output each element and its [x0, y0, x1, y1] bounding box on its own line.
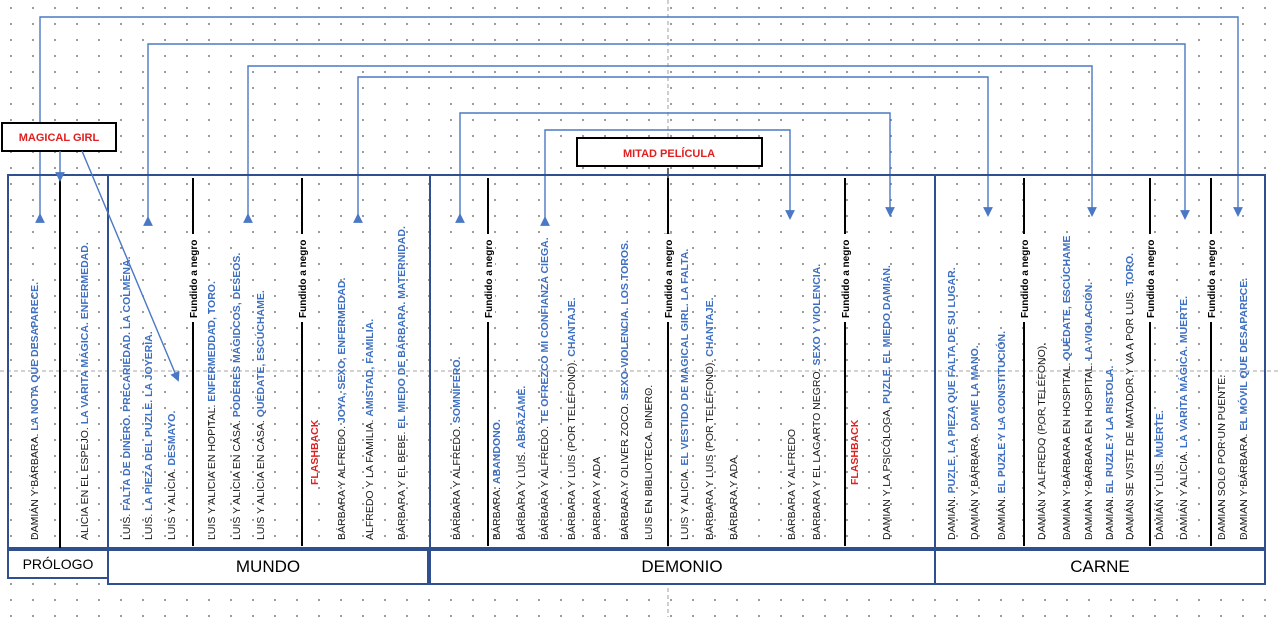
- connection-arc: [353, 76, 993, 223]
- fade-label-bg: [661, 234, 675, 322]
- magical-girl-box: [1, 122, 117, 152]
- fade-label-bg: [481, 234, 495, 322]
- carne-label-box: [934, 549, 1266, 585]
- scene-text: BÁRBARA Y ADA: [590, 457, 603, 540]
- scene-text: BÁRBARA Y ALFREDO. JOYA, SEXO, ENFERMEDA…: [335, 278, 348, 540]
- mitad-box: [576, 137, 763, 167]
- scene-text: DAMIÁN Y ALFREDO (POR TELÉFONO).: [1035, 343, 1048, 540]
- carne-label: CARNE: [1070, 557, 1130, 576]
- fade-label-bg: [1017, 234, 1031, 322]
- scene-text: DAMIÁN Y BÁRBARA EN HOSPITAL. LA VIOLACI…: [1082, 282, 1095, 540]
- fade-label: Fundido a negro: [1020, 240, 1031, 318]
- scene-text: LUIS EN BIBLIOTECA. DINERO.: [643, 385, 655, 540]
- scene-text: BÁRBARA. ABANDONO.: [490, 419, 503, 540]
- scene-text: FLASHBACK: [309, 419, 321, 485]
- magical-girl-label: MAGICAL GIRL: [19, 132, 100, 144]
- prologo-label: PRÓLOGO: [23, 556, 94, 572]
- scene-text: DAMIÁN. EL PUZLE Y LA PISTOLA.: [1103, 365, 1116, 540]
- fade-label-bg: [1204, 234, 1218, 322]
- connection-arc: [35, 16, 1243, 223]
- mundo-label-box: [107, 549, 429, 585]
- magical-girl-arrow-2: [81, 150, 180, 382]
- connection-arc: [143, 43, 1190, 226]
- scene-text: LUIS Y ALICIA EN HOPITAL. ENFERMEDDAD, T…: [206, 281, 218, 540]
- fade-label-bg: [1143, 234, 1157, 322]
- fade-label-bg: [186, 234, 200, 322]
- mundo-label: MUNDO: [236, 557, 300, 576]
- scene-text: LUIS Y ALICIA. DESMAYO.: [166, 411, 178, 540]
- scene-text: DAMIAN SOLO POR UN PUENTE.: [1216, 375, 1228, 540]
- scene-text: BÁRBARA Y ALFREDO. TE OFREZCO MI CONFIAN…: [538, 237, 551, 540]
- fade-label: Fundido a negro: [841, 240, 852, 318]
- scene-columns: DAMIÁN Y BÁRBARA. LA NOTA QUE DESAPARECE…: [28, 178, 1250, 546]
- fade-label-bg: [295, 234, 309, 322]
- scene-text: DAMIÁN Y BÁRBARA. LA NOTA QUE DESAPARECE…: [28, 282, 41, 540]
- scene-text: BÁRBARA Y ADA: [727, 457, 740, 540]
- scene-text: BÁRBARA Y EL LAGARTO NEGRO. SEXO Y VIOLE…: [810, 264, 823, 540]
- scene-text: LUIS Y ALICIA. EL VESTIDO DE MAGICAL GIR…: [679, 249, 691, 540]
- connection-arc: [455, 112, 895, 223]
- mitad-label: MITAD PELÍCULA: [623, 147, 715, 160]
- scene-text: FLASHBACK: [849, 419, 861, 485]
- scene-text: DAMIÁN Y ALICIA. LA VARITA MÁGICA. MUERT…: [1177, 296, 1190, 540]
- scene-text: DAMIÁN. EL PUZLE Y LA CONSTITUCIÓN.: [995, 331, 1008, 540]
- fade-label: Fundido a negro: [1146, 240, 1157, 318]
- scene-text: BÁRBARA Y LUIS. ABRÁZAME.: [515, 386, 528, 540]
- fade-label: Fundido a negro: [664, 240, 675, 318]
- fade-label: Fundido a negro: [1207, 240, 1218, 318]
- scene-text: LUIS Y ALICIA EN CASA. QUÉDATE, ESCÚCHAM…: [254, 290, 267, 540]
- scene-text: BÁRBARA Y LUIS (POR TELÉFONO). CHANTAJE.: [703, 297, 716, 540]
- scene-text: DAMIÁN Y BÁRBARA. DAME LA MANO.: [968, 345, 981, 540]
- fade-label: Fundido a negro: [189, 240, 200, 318]
- fade-label-bg: [838, 234, 852, 322]
- scene-text: LUIS. LA PIEZA DEL PUZLE. LA JOYERÍA.: [142, 331, 155, 540]
- scene-text: BÁRBARA Y ALFREDO: [785, 429, 798, 540]
- scene-text: LUIS Y ALICIA EN CASA. PODERES MÁGIDCOS,…: [230, 253, 243, 540]
- scene-text: BÁRBARA Y OLIVER ZOCO. SEXO-VIOLENCIA. L…: [618, 240, 631, 540]
- scene-text: DAMIAN Y BÁRBARA. EL MÓVIL QUE DESAPAREC…: [1237, 278, 1250, 540]
- scene-text: ALICIA EN EL ESPEJO. LA VARITA MÁGICA. E…: [78, 242, 91, 540]
- scene-text: BÁRBARA Y EL BEBE. EL MIEDO DE BÁRBARA. …: [395, 226, 408, 540]
- carne-box: [934, 174, 1266, 549]
- scene-text: DAMIAN Y LA PSICÓLOGA. PUZLE. EL MIEDO D…: [880, 265, 893, 540]
- scene-text: DAMIÁN Y LUIS. MUERTE.: [1153, 410, 1166, 540]
- demonio-label: DEMONIO: [641, 557, 722, 576]
- scene-text: ALFREDO Y LA FAMILIA. AMISTAD, FAMILIA.: [364, 319, 376, 540]
- scene-text: DAMIÁN Y BÁRBARA EN HOSPITAL. QUÉDATE, E…: [1060, 236, 1073, 540]
- fade-label: Fundido a negro: [298, 240, 309, 318]
- scene-text: BÁRBARA Y ALFREDO. SOMNÍFERO.: [450, 356, 463, 540]
- fade-label: Fundido a negro: [484, 240, 495, 318]
- connection-arc: [243, 65, 1097, 223]
- scene-text: DAMIÁN. PUZLE. LA PIEZA QUE FALTA DE SU …: [945, 267, 958, 540]
- scene-text: DAMIÁN SE VISTE DE MATADOR Y VA A POR LU…: [1123, 253, 1136, 540]
- scene-text: BÁRBARA Y LUIS (POR TELÉFONO). CHANTAJE.: [565, 297, 578, 540]
- scene-text: LUIS. FALTA DE DINERO. PRECARIEDAD. LA C…: [121, 256, 133, 540]
